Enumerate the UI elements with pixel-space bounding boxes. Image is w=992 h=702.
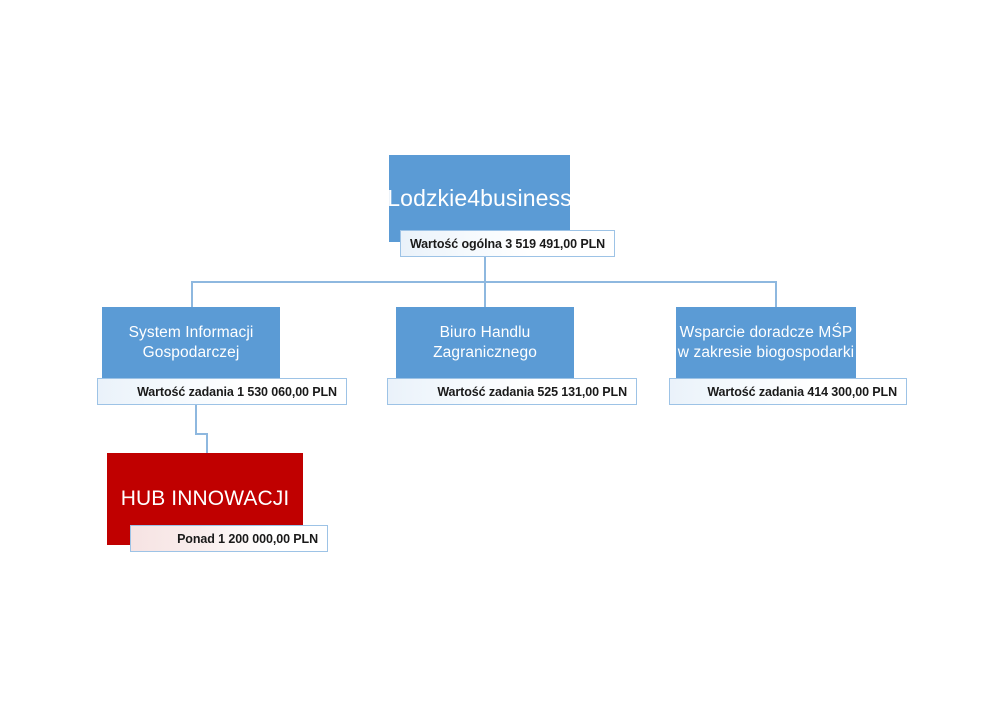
node-biuro-handlu-zagranicznego[interactable]: Biuro Handlu Zagranicznego (396, 307, 574, 379)
value-hub-text: Ponad 1 200 000,00 PLN (177, 531, 318, 546)
value-child-2-text: Wartość zadania 525 131,00 PLN (437, 384, 627, 399)
value-root-total: Wartość ogólna 3 519 491,00 PLN (400, 230, 615, 257)
node-root-lodzkie4business[interactable]: Lodzkie4business (387, 155, 572, 242)
connector-hub-stem-lower (206, 433, 208, 456)
node-child-2-label: Biuro Handlu Zagranicznego (433, 324, 537, 361)
value-child-1: Wartość zadania 1 530 060,00 PLN (97, 378, 347, 405)
value-hub-innowacji: Ponad 1 200 000,00 PLN (130, 525, 328, 552)
connector-drop-child-3 (775, 281, 777, 308)
node-child-1-label: System Informacji Gospodarczej (128, 324, 254, 361)
node-hub-label: HUB INNOWACJI (120, 486, 290, 510)
connector-drop-child-1 (191, 281, 193, 308)
value-child-3-text: Wartość zadania 414 300,00 PLN (707, 384, 897, 399)
connector-hub-stem-upper (195, 405, 197, 434)
value-root-total-text: Wartość ogólna 3 519 491,00 PLN (409, 236, 606, 251)
connector-hub-jog (195, 433, 208, 435)
connector-drop-child-2 (484, 281, 486, 308)
value-child-2: Wartość zadania 525 131,00 PLN (387, 378, 637, 405)
value-child-3: Wartość zadania 414 300,00 PLN (669, 378, 907, 405)
node-wsparcie-doradcze-msp[interactable]: Wsparcie doradcze MŚP w zakresie biogosp… (676, 307, 856, 379)
node-root-label: Lodzkie4business (387, 184, 572, 211)
node-system-informacji-gospodarczej[interactable]: System Informacji Gospodarczej (102, 307, 280, 379)
node-child-3-label: Wsparcie doradcze MŚP w zakresie biogosp… (677, 324, 855, 361)
value-child-1-text: Wartość zadania 1 530 060,00 PLN (137, 384, 337, 399)
